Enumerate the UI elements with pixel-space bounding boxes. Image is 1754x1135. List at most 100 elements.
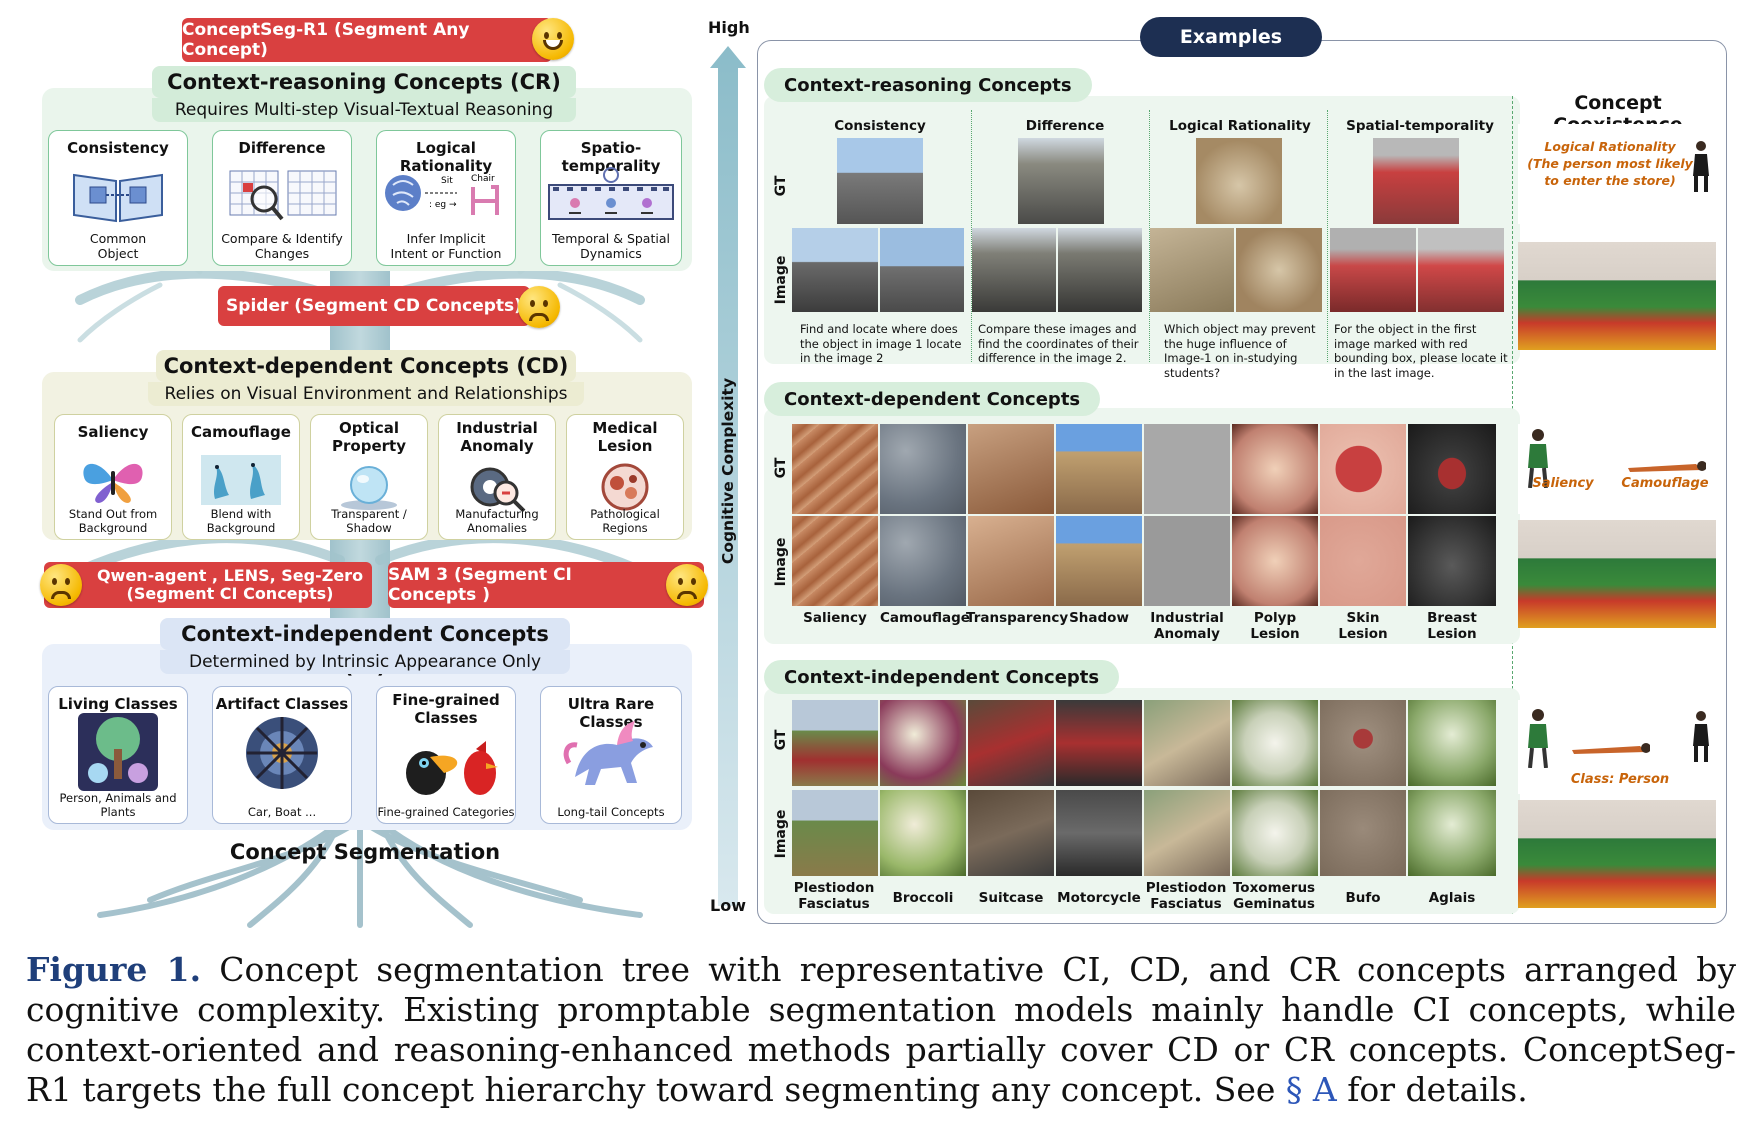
cd-img-transparency [968, 516, 1054, 606]
cd-gt-polyp [1232, 424, 1318, 514]
ci-card-desc: Long-tail Concepts [557, 805, 665, 819]
ci-gt-2 [880, 700, 966, 786]
cd-card-industrial-anomaly: Industrial Anomaly Manufacturing Anomali… [438, 414, 556, 540]
cd-card-medical-lesion: Medical Lesion Pathological Regions [566, 414, 684, 540]
lying-person-icon [1572, 743, 1650, 754]
ci-img-4 [1056, 790, 1142, 876]
conceptseg-r1-banner: ConceptSeg-R1 (Segment Any Concept) [182, 18, 552, 62]
cd-label: Polyp Lesion [1250, 610, 1300, 642]
cd-card-desc: Blend with Background [206, 507, 276, 535]
ci-img-2 [880, 790, 966, 876]
cr-card-consistency: Consistency Common Object [48, 130, 188, 266]
icon-text-sit: Sit [441, 176, 453, 186]
ci-gt-6 [1232, 700, 1318, 786]
ci-card-artifact-classes: Artifact Classes Car, Boat ... [212, 686, 352, 824]
cd-card-desc: Stand Out from Background [68, 507, 158, 535]
ci-label: Suitcase [978, 890, 1044, 906]
cd-gt-industrial [1144, 424, 1230, 514]
cd-img-breast [1408, 516, 1496, 606]
cd-card-title: Camouflage [191, 423, 291, 441]
row-label-image: Image [773, 537, 789, 587]
cd-gt-breast [1408, 424, 1496, 514]
appendix-link[interactable]: § A [1285, 1070, 1337, 1109]
cd-card-desc: Transparent / Shadow [331, 507, 407, 535]
ci-card-desc: Fine-grained Categories [377, 805, 515, 819]
icon-text-chair: Chair [471, 174, 495, 184]
complexity-arrow [710, 46, 746, 906]
cr-card-desc: Temporal & Spatial Dynamics [552, 231, 670, 261]
magnifier-grid-icon [229, 170, 337, 221]
cr-input-image-4b [1418, 228, 1504, 312]
ci-label: Toxomerus Geminatus [1232, 880, 1316, 912]
cr-col-header: Logical Rationality [1169, 118, 1311, 134]
book-icon [73, 173, 163, 223]
ci-label: Bufo [1345, 890, 1381, 906]
row-label-gt: GT [773, 457, 789, 479]
cr-card-title: Logical Rationality [399, 139, 493, 175]
concept-segmentation-label: Concept Segmentation [229, 840, 501, 864]
ci-card-desc: Person, Animals and Plants [59, 791, 177, 819]
cr-gt-image-2 [1018, 138, 1104, 224]
cd-img-shadow [1056, 516, 1142, 606]
cr-input-image-2b [1058, 228, 1142, 312]
tree-animals-icon [78, 713, 158, 791]
qwen-agent-banner-text: Qwen-agent , LENS, Seg-Zero (Segment CI … [96, 566, 364, 603]
ci-img-3 [968, 790, 1054, 876]
caption-text: Concept segmentation tree with represent… [26, 950, 1736, 1109]
person-icon [1693, 711, 1709, 762]
cd-label: Skin Lesion [1338, 610, 1388, 642]
cr-card-spatio-temporality: Spatio-temporality Temporal & Spatial Dy… [540, 130, 682, 266]
cd-gt-saliency [792, 424, 878, 514]
cd-card-desc: Pathological Regions [590, 507, 660, 535]
coexistence-ci-note: Class: Person [1570, 772, 1670, 787]
cr-card-difference: Difference Compare & Identify Changes [212, 130, 352, 266]
lizard-icon [201, 455, 281, 505]
cd-label: Industrial Anomaly [1150, 610, 1224, 642]
cd-title: Context-dependent Concepts (CD) [156, 350, 576, 382]
cr-input-image-2a [972, 228, 1056, 312]
ci-gt-8 [1408, 700, 1496, 786]
cd-card-title: Saliency [77, 423, 149, 441]
row-label-image: Image [773, 809, 789, 859]
cd-card-desc: Manufacturing Anomalies [455, 507, 539, 535]
cr-divider [971, 110, 972, 362]
cd-img-industrial [1144, 516, 1230, 606]
cd-gt-camouflage [880, 424, 966, 514]
cr-gt-image-1 [837, 138, 923, 224]
ci-gt-1 [792, 700, 878, 786]
cr-divider [1327, 110, 1328, 362]
ci-label: Broccoli [892, 890, 954, 906]
brain-chair-icon: Sit : eg → Chair [385, 174, 499, 215]
cd-img-camouflage [880, 516, 966, 606]
axis-high-label: High [708, 18, 750, 37]
ci-title: Context-independent Concepts (CI) [160, 618, 570, 678]
person-icon [1528, 429, 1548, 488]
figure-number: Figure 1. [26, 950, 202, 989]
coexistence-cr-box [1518, 124, 1716, 224]
ci-card-desc: Car, Boat ... [247, 805, 317, 819]
sam3-banner-text: SAM 3 (Segment CI Concepts ) [388, 565, 572, 605]
ci-card-title: Fine-grained Classes [392, 691, 500, 727]
cd-card-title: Medical Lesion [592, 419, 658, 455]
cd-card-optical-property: Optical Property Transparent / Shadow [310, 414, 428, 540]
gear-magnifier-icon [470, 467, 526, 513]
examples-pill: Examples [1140, 17, 1322, 57]
coexistence-market-image-3 [1518, 800, 1716, 908]
ci-gt-3 [968, 700, 1054, 786]
sad-face-icon [518, 286, 560, 328]
axis-low-label: Low [710, 896, 746, 915]
ci-img-8 [1408, 790, 1496, 876]
cr-input-image-1a [792, 228, 878, 312]
cr-card-desc: Infer Implicit Intent or Function [390, 231, 502, 261]
coexistence-ci-box [1518, 700, 1716, 794]
cr-input-image-3b [1236, 228, 1322, 312]
coexistence-cr-note: Logical Rationality (The person most lik… [1527, 139, 1693, 188]
person-icon [1693, 141, 1709, 192]
petri-dish-icon [601, 463, 649, 511]
coexistence-saliency-note: Saliency [1532, 476, 1594, 491]
figure-caption: Figure 1. Concept segmentation tree with… [26, 950, 1736, 1110]
cd-label: Breast Lesion [1427, 610, 1477, 642]
cd-gt-transparency [968, 424, 1054, 514]
machine-icon [246, 717, 318, 789]
axis-title: Cognitive Complexity [719, 377, 737, 565]
